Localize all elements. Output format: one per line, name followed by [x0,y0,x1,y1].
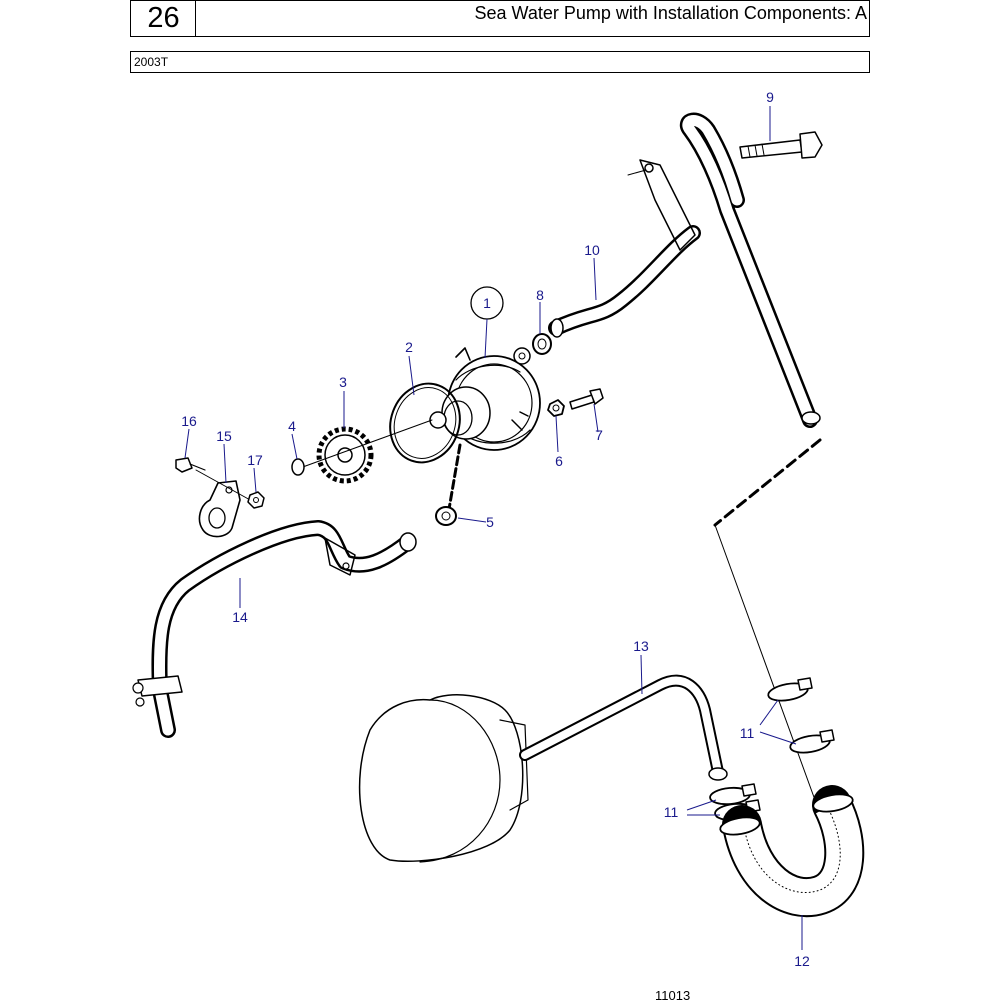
page-title: Sea Water Pump with Installation Compone… [474,3,867,23]
hose-12[interactable] [719,785,865,918]
callout-6: 6 [555,453,563,469]
fitting-8[interactable] [532,333,552,355]
callout-3: 3 [339,374,347,390]
nut-17[interactable] [247,491,265,509]
clip-15[interactable] [195,469,253,538]
callout-2: 2 [405,339,413,355]
callout-7: 7 [595,427,603,443]
callout-labels: 1 2 3 4 5 6 7 8 9 10 11 11 12 13 14 15 1… [181,89,810,969]
cooler-13[interactable] [358,674,728,863]
callout-11-upper: 11 [740,725,755,741]
gear-3[interactable] [299,419,433,484]
callout-17: 17 [247,452,263,468]
clamp-11-upper[interactable] [767,677,835,755]
callout-14: 14 [232,609,248,625]
callout-4: 4 [288,418,296,434]
screw-16[interactable] [175,457,206,473]
connection-line [713,438,822,527]
callout-8: 8 [536,287,544,303]
callout-1: 1 [483,295,491,311]
callout-16: 16 [181,413,197,429]
leader-lines [184,106,803,950]
nut-6[interactable] [547,399,565,417]
nipple-5[interactable] [435,443,462,526]
model-box: 2003T [130,51,870,73]
callout-12: 12 [794,953,810,969]
callout-9: 9 [766,89,774,105]
pipe-10[interactable] [548,112,821,428]
o-ring-2[interactable] [379,374,470,472]
stud-7[interactable] [569,388,604,410]
group-number: 26 [147,2,180,34]
pump-housing-1[interactable] [429,347,541,451]
callout-11-lower: 11 [664,804,679,820]
title-box: Sea Water Pump with Installation Compone… [195,0,870,37]
callout-13: 13 [633,638,649,654]
callout-15: 15 [216,428,232,444]
axis-line [714,524,816,801]
washer-4[interactable] [291,458,305,476]
drawing-number: 11013 [655,988,691,1003]
pipe-14[interactable] [132,520,417,738]
group-number-box: 26 [130,0,196,37]
callout-5: 5 [486,514,494,530]
bolt-9[interactable] [739,131,823,159]
callout-10: 10 [584,242,600,258]
model-label: 2003T [134,55,169,69]
